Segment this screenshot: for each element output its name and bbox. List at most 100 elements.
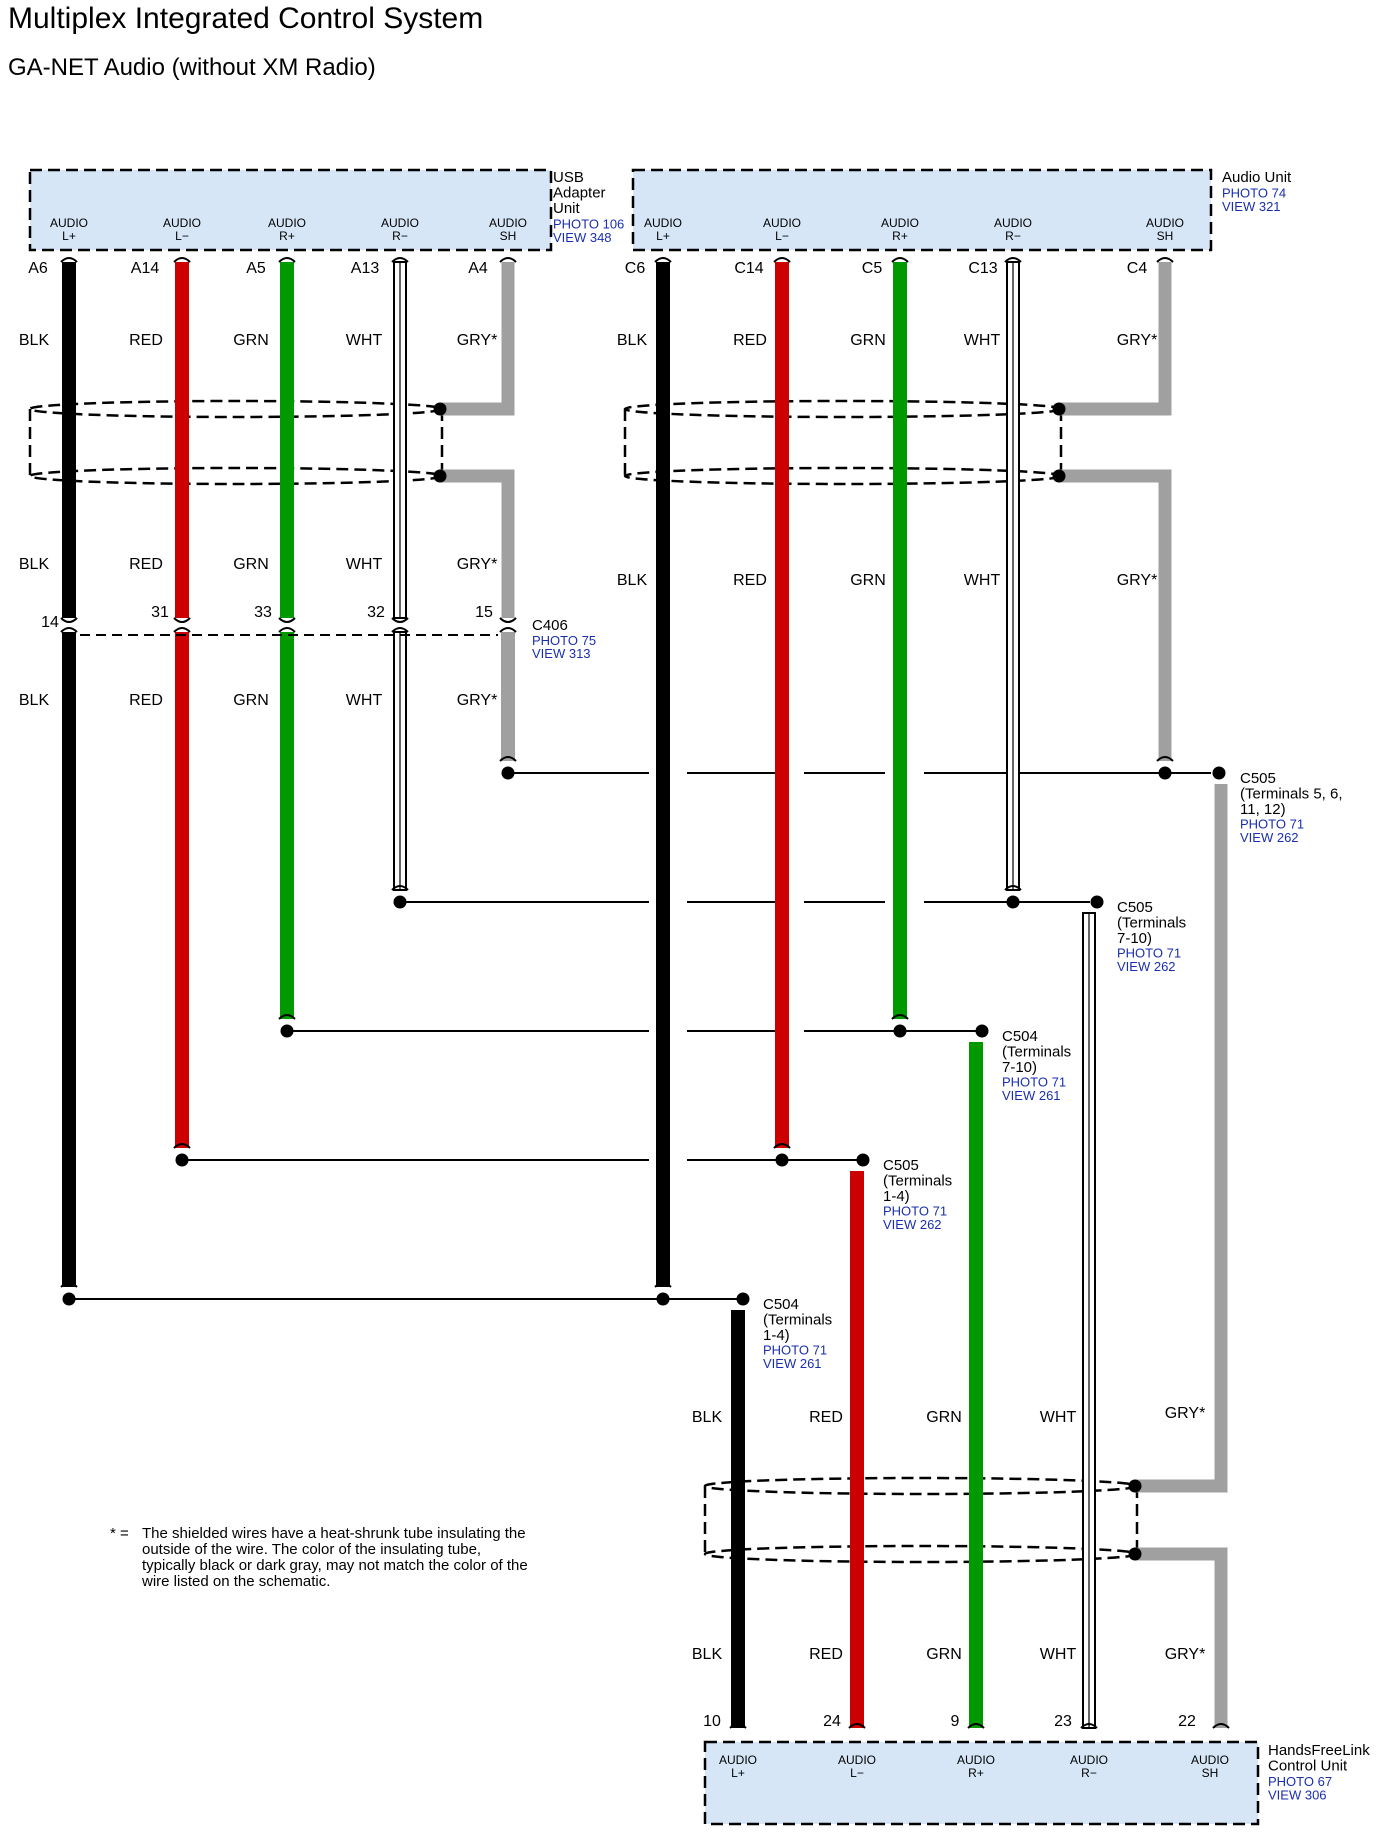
- c406-pin-gry-upper-cap: [499, 617, 517, 623]
- audio-wire-wht-color-row-0: WHT: [964, 332, 1001, 349]
- usb-adapter-unit-pin-blk-label: AUDIO: [50, 216, 88, 230]
- hfl-shield-drain-dot-top: [1128, 1479, 1142, 1493]
- audio-wire-red-color-row-1: RED: [733, 572, 767, 589]
- audio-unit-pin-blk-polarity: L+: [656, 229, 670, 243]
- usb-wire-wht-color-row-0: WHT: [346, 332, 383, 349]
- usb-wire-gry-cap: [499, 257, 517, 263]
- hfl-wire-red-color-row-1: RED: [809, 1646, 843, 1663]
- hfl-wire-red-color-row-0: RED: [809, 1409, 843, 1426]
- usb-wire-grn-lower: [280, 632, 294, 1019]
- audio-wire-red: [775, 262, 789, 1148]
- audio-wire-blk-color-row-0: BLK: [617, 332, 648, 349]
- usb-shield-drain-dot-bottom: [433, 469, 447, 483]
- junction-c504-terminals-7-10-photo-ref: PHOTO 71: [1002, 1075, 1066, 1090]
- hfl-wire-wht-color-row-0: WHT: [1040, 1409, 1077, 1426]
- usb-wire-blk-end-cap: [60, 1282, 78, 1288]
- usb-wire-wht-end-cap: [391, 885, 409, 891]
- footnote: * = The shielded wires have a heat-shrun…: [110, 1525, 532, 1590]
- hfl-wire-red-cap: [848, 1723, 866, 1729]
- junction-c505-terminals-7-10-view-ref: VIEW 262: [1117, 959, 1176, 974]
- audio-terminal-gry: C4: [1127, 260, 1148, 277]
- hfl-wire-grn-cap: [967, 1723, 985, 1729]
- usb-wire-red-cap: [173, 257, 191, 263]
- audio-wire-wht-color-row-1: WHT: [964, 572, 1001, 589]
- audio-wire-gry-from-shield-bottom: [1059, 469, 1172, 761]
- usb-adapter-unit-photo-ref: PHOTO 106: [553, 217, 624, 232]
- usb-adapter-unit-pin-wht-label: AUDIO: [381, 216, 419, 230]
- junction-rp-dot: [975, 1024, 989, 1038]
- junction-c505-terminals-5-6-11-12-line-2: 11, 12): [1240, 801, 1286, 818]
- usb-wire-gry-color-row-0: GRY*: [457, 332, 498, 349]
- junction-c504-terminals-1-4-line-0: C504: [763, 1296, 799, 1313]
- usb-wire-gry-end-cap: [499, 756, 517, 762]
- audio-unit-pin-wht-label: AUDIO: [994, 216, 1032, 230]
- usb-terminal-grn: A5: [246, 260, 266, 277]
- audio-unit-pin-red-polarity: L−: [775, 229, 789, 243]
- c406-pin-wht-lower-cap: [391, 627, 409, 633]
- usb-wire-grn-color-row-2: GRN: [233, 692, 269, 709]
- junction-c505-terminals-7-10-line-1: (Terminals: [1117, 915, 1186, 932]
- hfl-wire-wht-color-row-1: WHT: [1040, 1646, 1077, 1663]
- hfl-wire-grn-color-row-1: GRN: [926, 1646, 962, 1663]
- usb-wire-wht-cap: [391, 257, 409, 263]
- handsfreelink-unit-name-line-0: HandsFreeLink: [1268, 1742, 1370, 1759]
- usb-blk-splice-dot: [62, 1292, 76, 1306]
- c406-photo-ref: PHOTO 75: [532, 633, 596, 648]
- junction-c505-terminals-1-4-line-2: 1-4): [883, 1188, 910, 1205]
- c406-name: C406: [532, 617, 568, 634]
- handsfreelink-unit-photo-ref: PHOTO 67: [1268, 1774, 1332, 1789]
- usb-terminal-wht: A13: [351, 260, 380, 277]
- handsfreelink-unit-view-ref: VIEW 306: [1268, 1788, 1327, 1803]
- hfl-wire-gry-lower-run: [1135, 1547, 1228, 1728]
- audio-unit-name-line-0: Audio Unit: [1222, 169, 1292, 186]
- c406-pin-wht-upper-cap: [391, 617, 409, 623]
- audio-wire-wht-end-cap: [1004, 885, 1022, 891]
- audio-unit-pin-grn-label: AUDIO: [881, 216, 919, 230]
- c406-pin-gry-number: 15: [475, 604, 493, 621]
- audio-unit-box: [631, 168, 1213, 252]
- junction-c505-terminals-1-4-photo-ref: PHOTO 71: [883, 1204, 947, 1219]
- audio-wire-red-end-cap: [773, 1143, 791, 1149]
- usb-wire-red-lower: [175, 632, 189, 1148]
- usb-wire-grn-color-row-0: GRN: [233, 332, 269, 349]
- handsfreelink-unit-pin-grn-polarity: R+: [968, 1766, 984, 1780]
- usb-shield-top: [28, 399, 444, 419]
- c406-pin-wht-number: 32: [367, 604, 385, 621]
- audio-unit-pin-red-label: AUDIO: [763, 216, 801, 230]
- handsfreelink-unit-pin-wht-polarity: R−: [1081, 1766, 1097, 1780]
- c406-pin-red-upper-cap: [173, 617, 191, 623]
- usb-wire-red-color-row-1: RED: [129, 556, 163, 573]
- hfl-wire-grn-color-row-0: GRN: [926, 1409, 962, 1426]
- usb-wire-blk-color-row-0: BLK: [19, 332, 50, 349]
- audio-terminal-grn: C5: [862, 260, 883, 277]
- audio-wire-grn-end-cap: [891, 1014, 909, 1020]
- handsfreelink-unit-pin-gry-polarity: SH: [1202, 1766, 1219, 1780]
- audio-shield-drain-dot-top: [1052, 402, 1066, 416]
- junction-c505-terminals-7-10-line-2: 7-10): [1117, 930, 1152, 947]
- audio-wire-wht-cap: [1004, 257, 1022, 263]
- audio-wire-gry-color-row-0: GRY*: [1117, 332, 1158, 349]
- usb-adapter-unit-pin-grn-label: AUDIO: [268, 216, 306, 230]
- audio-wire-grn-color-row-1: GRN: [850, 572, 886, 589]
- usb-terminal-blk: A6: [28, 260, 48, 277]
- usb-wire-wht-color-row-1: WHT: [346, 556, 383, 573]
- audio-wire-blk-cap: [654, 257, 672, 263]
- audio-wire-gry-cap: [1156, 257, 1174, 263]
- footnote-mark: * =: [110, 1525, 129, 1542]
- hfl-shield-drain-dot-bottom: [1128, 1547, 1142, 1561]
- hfl-terminal-gry: 22: [1178, 1713, 1196, 1730]
- usb-adapter-unit-pin-grn-polarity: R+: [279, 229, 295, 243]
- hfl-wire-grn: [969, 1042, 983, 1728]
- usb-grn-splice-dot: [280, 1024, 294, 1038]
- audio-shield-drain-dot-bottom: [1052, 469, 1066, 483]
- junction-c504-terminals-1-4-photo-ref: PHOTO 71: [763, 1343, 827, 1358]
- usb-adapter-unit-pin-blk-polarity: L+: [62, 229, 76, 243]
- junction-c505-terminals-5-6-11-12-line-1: (Terminals 5, 6,: [1240, 786, 1343, 803]
- junction-c504-terminals-7-10-line-1: (Terminals: [1002, 1044, 1071, 1061]
- junction-c504-terminals-7-10-view-ref: VIEW 261: [1002, 1088, 1061, 1103]
- audio-wire-gry-color-row-1: GRY*: [1117, 572, 1158, 589]
- handsfreelink-unit-pin-gry-label: AUDIO: [1191, 1753, 1229, 1767]
- handsfreelink-unit-pin-red-polarity: L−: [850, 1766, 864, 1780]
- c406-pin-blk-upper-cap: [60, 617, 78, 623]
- handsfreelink-unit-pin-blk-polarity: L+: [731, 1766, 745, 1780]
